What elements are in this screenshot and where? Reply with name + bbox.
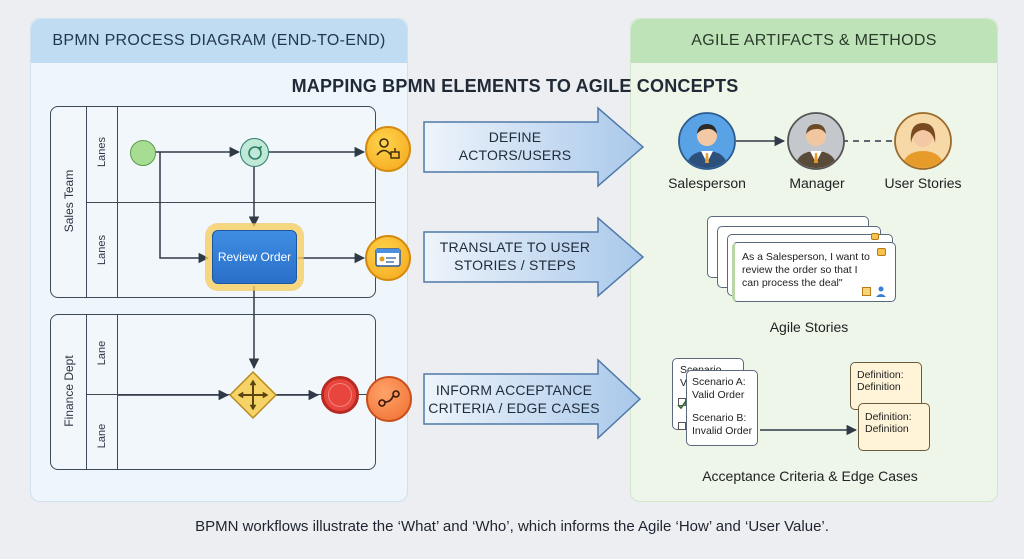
mapping-label-acceptance-line2: CRITERIA / EDGE CASES xyxy=(428,400,600,416)
actor-label-manager: Manager xyxy=(789,175,845,191)
scenario-b-title: Scenario B: xyxy=(692,412,747,424)
user-avatar-icon xyxy=(894,112,952,170)
definition-card-2 xyxy=(858,403,930,451)
scenario-checkmark-icon xyxy=(677,400,687,410)
intermediate-event-icon xyxy=(240,138,269,167)
finance-lane-2-label: Lane xyxy=(96,423,108,449)
bpmn-panel-header: BPMN PROCESS DIAGRAM (END-TO-END) xyxy=(31,19,407,63)
story-card-badge-icon xyxy=(877,248,886,256)
agile-panel-header: AGILE ARTIFACTS & METHODS xyxy=(631,19,997,63)
agile-stories-caption: Agile Stories xyxy=(769,319,849,335)
sales-pool-label: Sales Team xyxy=(62,169,76,233)
manager-avatar-icon xyxy=(787,112,845,170)
finance-pool-label-divider xyxy=(86,314,87,470)
mapping-label-actors: DEFINE ACTORS/USERS xyxy=(440,128,590,164)
sales-lane-divider xyxy=(86,202,376,203)
mapping-label-actors-line2: ACTORS/USERS xyxy=(458,147,572,163)
acceptance-caption: Acceptance Criteria & Edge Cases xyxy=(702,468,918,484)
scenario-b-desc: Invalid Order xyxy=(692,425,753,437)
acceptance-criteria-icon xyxy=(366,376,412,422)
definition-1-title: Definition: xyxy=(857,369,904,381)
story-card-text: As a Salesperson, I want to review the o… xyxy=(742,251,870,289)
actor-label-user-stories: User Stories xyxy=(884,175,962,191)
scenario-a-title: Scenario A: xyxy=(692,376,746,388)
mapping-label-acceptance-line1: INFORM ACCEPTANCE xyxy=(435,382,593,398)
scenario-card-front xyxy=(686,370,758,446)
definition-2-title: Definition: xyxy=(865,411,912,423)
actors-users-icon xyxy=(365,126,411,172)
finance-lane-label-divider xyxy=(117,314,118,470)
diagram-title: MAPPING BPMN ELEMENTS TO AGILE CONCEPTS xyxy=(291,76,739,96)
scenario-a-desc: Valid Order xyxy=(692,389,745,401)
start-event-icon xyxy=(130,140,156,166)
definition-2-desc: Definition xyxy=(865,423,909,435)
sales-lane-1-label: Lanes xyxy=(96,137,108,167)
definition-1-desc: Definition xyxy=(857,381,901,393)
scenario-back-check-2-icon xyxy=(678,422,686,430)
user-story-icon xyxy=(365,235,411,281)
review-order-task: Review Order xyxy=(212,230,297,284)
mapping-label-stories-line2: STORIES / STEPS xyxy=(454,257,576,273)
salesperson-avatar-icon xyxy=(678,112,736,170)
mapping-label-actors-line1: DEFINE xyxy=(488,129,542,145)
story-card-doc-icon xyxy=(862,287,871,296)
gateway-icon xyxy=(228,370,278,420)
mapping-label-stories-line1: TRANSLATE TO USER xyxy=(439,239,591,255)
bpmn-panel: BPMN PROCESS DIAGRAM (END-TO-END) xyxy=(30,18,408,502)
scenario-card-back-desc: V xyxy=(680,377,688,389)
mapping-label-acceptance: INFORM ACCEPTANCE CRITERIA / EDGE CASES xyxy=(426,381,602,417)
story-card-user-icon xyxy=(876,286,886,297)
footer-caption: BPMN workflows illustrate the ‘What’ and… xyxy=(195,518,829,535)
story-card-back-badge-icon xyxy=(871,233,879,240)
end-event-icon xyxy=(321,376,359,414)
finance-lane-1-label: Lane xyxy=(96,340,108,366)
finance-pool-label: Finance Dept xyxy=(62,355,76,427)
sales-lane-2-label: Lanes xyxy=(96,235,108,265)
actor-label-salesperson: Salesperson xyxy=(668,175,746,191)
mapping-label-stories: TRANSLATE TO USER STORIES / STEPS xyxy=(432,238,598,274)
